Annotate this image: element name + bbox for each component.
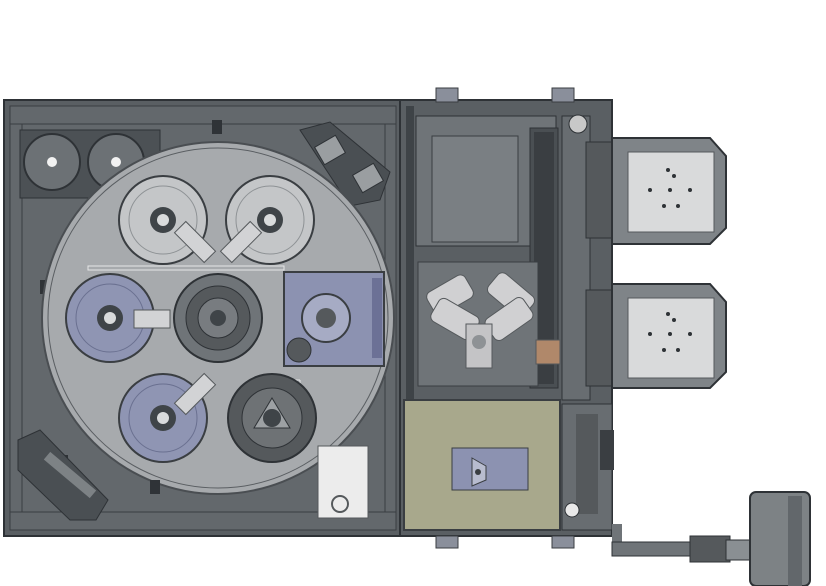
robot-arm — [417, 261, 561, 387]
white-box — [317, 445, 369, 519]
lower-right-disk — [227, 373, 317, 463]
right-mechanism — [561, 403, 614, 531]
hub-arms — [133, 220, 263, 416]
left-blue-disk — [65, 273, 155, 363]
blue-station — [283, 271, 385, 367]
olive-module — [403, 399, 561, 531]
lower-loadport — [585, 283, 727, 389]
center-hub — [173, 273, 263, 363]
external-cylinder — [611, 491, 811, 586]
lower-bracket — [17, 429, 109, 521]
upper-loadport — [585, 137, 727, 245]
